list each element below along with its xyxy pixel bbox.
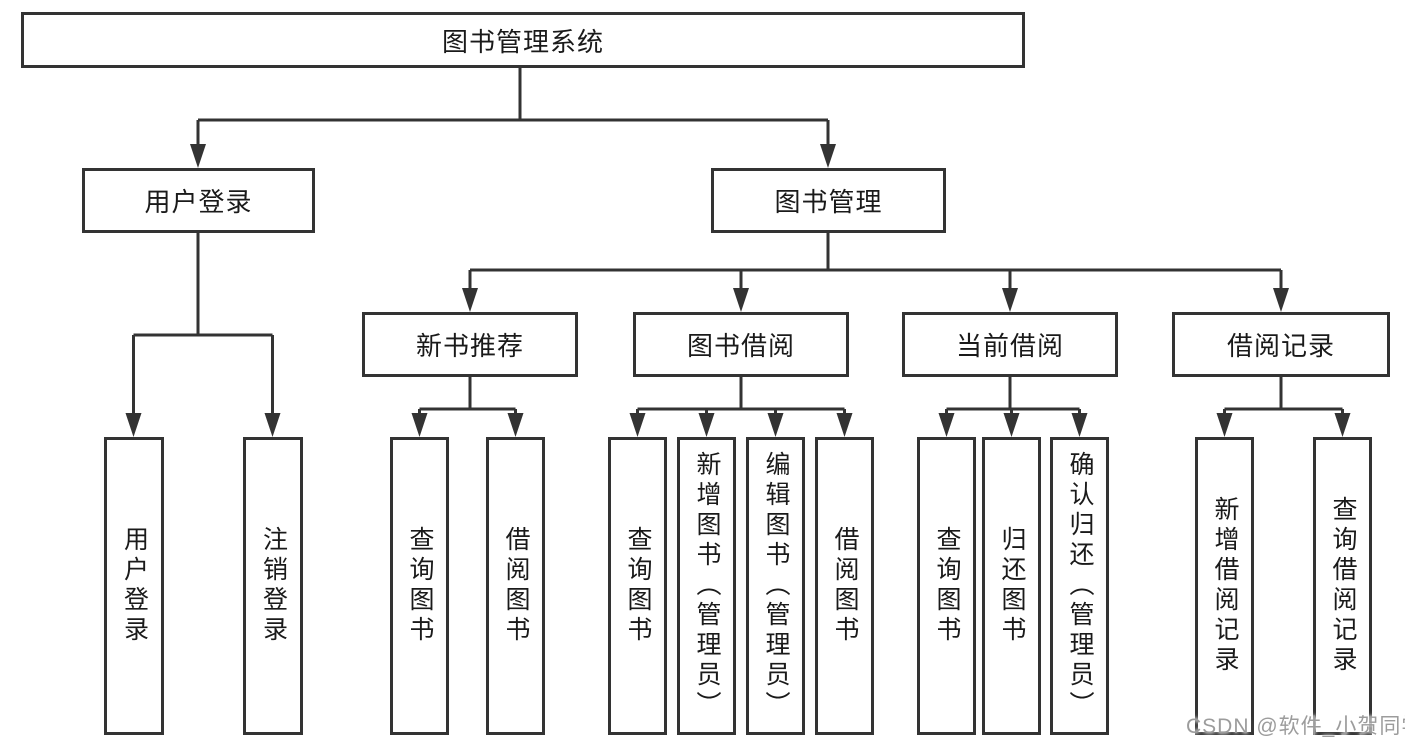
leaf-borrow-books-2: 借阅图书 [815,437,874,735]
leaf-borrow-books-1: 借阅图书 [486,437,545,735]
node-book-management-label: 图书管理 [774,187,883,217]
node-user-login-label: 用户登录 [144,187,253,217]
node-user-login: 用户登录 [82,168,315,233]
leaf-confirm-return-admin: 确认归还（管理员） [1050,437,1109,735]
leaf-return-books: 归还图书 [982,437,1041,735]
leaf-query-books-2: 查询图书 [608,437,667,735]
leaf-add-books-admin-label: 新增图书（管理员） [693,451,721,721]
node-root-system: 图书管理系统 [21,12,1025,68]
leaf-query-books-1-label: 查询图书 [406,526,434,646]
leaf-borrow-books-2-label: 借阅图书 [831,526,859,646]
arrowheads [125,144,1351,437]
leaf-add-books-admin: 新增图书（管理员） [677,437,736,735]
leaf-query-books-1: 查询图书 [390,437,449,735]
leaf-logout: 注销登录 [243,437,303,735]
leaf-user-login-label: 用户登录 [120,526,149,646]
node-book-borrow: 图书借阅 [633,312,849,377]
node-book-borrow-label: 图书借阅 [686,331,795,361]
node-current-borrow: 当前借阅 [902,312,1118,377]
leaf-user-login: 用户登录 [104,437,164,735]
node-new-book-recommend: 新书推荐 [362,312,578,377]
node-borrow-records: 借阅记录 [1172,312,1390,377]
leaf-return-books-label: 归还图书 [998,526,1026,646]
leaf-query-books-3: 查询图书 [917,437,976,735]
node-current-borrow-label: 当前借阅 [955,331,1064,361]
leaf-edit-books-admin: 编辑图书（管理员） [746,437,805,735]
leaf-edit-books-admin-label: 编辑图书（管理员） [762,451,790,721]
leaf-query-books-2-label: 查询图书 [624,526,652,646]
leaf-logout-label: 注销登录 [259,526,288,646]
leaf-query-books-3-label: 查询图书 [933,526,961,646]
leaf-query-borrow-record: 查询借阅记录 [1313,437,1372,735]
leaf-query-borrow-record-label: 查询借阅记录 [1329,496,1357,676]
leaf-confirm-return-admin-label: 确认归还（管理员） [1066,451,1094,721]
leaf-borrow-books-1-label: 借阅图书 [502,526,530,646]
leaf-add-borrow-record: 新增借阅记录 [1195,437,1254,735]
node-new-book-recommend-label: 新书推荐 [415,331,524,361]
node-book-management: 图书管理 [711,168,946,233]
node-borrow-records-label: 借阅记录 [1226,331,1335,361]
leaf-add-borrow-record-label: 新增借阅记录 [1211,496,1239,676]
node-root-label: 图书管理系统 [441,26,604,57]
